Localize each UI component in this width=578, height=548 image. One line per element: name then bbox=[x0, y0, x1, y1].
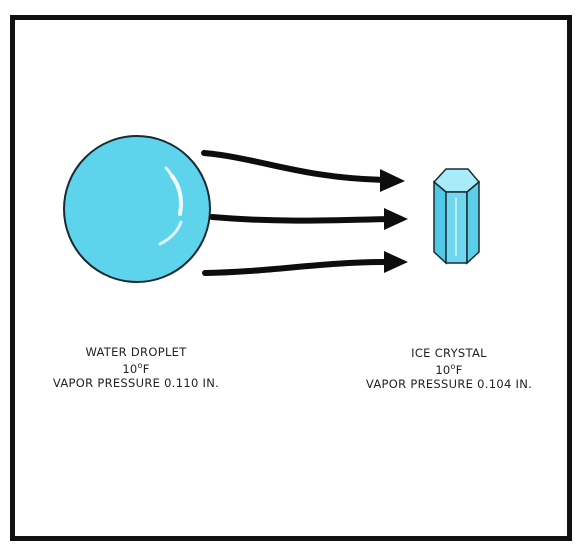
droplet-label-group: WATER DROPLET 10oF VAPOR PRESSURE 0.110 … bbox=[18, 345, 254, 390]
arrow-right-icon bbox=[204, 153, 405, 192]
arrow-right-icon bbox=[212, 208, 408, 230]
droplet-name: WATER DROPLET bbox=[18, 345, 254, 359]
crystal-temperature: 10oF bbox=[338, 360, 560, 377]
ice-crystal-icon bbox=[434, 169, 479, 263]
crystal-vapor-pressure: VAPOR PRESSURE 0.104 IN. bbox=[338, 377, 560, 391]
crystal-label-group: ICE CRYSTAL 10oF VAPOR PRESSURE 0.104 IN… bbox=[338, 346, 560, 391]
crystal-name: ICE CRYSTAL bbox=[338, 346, 560, 360]
droplet-vapor-pressure: VAPOR PRESSURE 0.110 IN. bbox=[18, 376, 254, 390]
arrow-right-icon bbox=[205, 251, 408, 273]
water-droplet-icon bbox=[64, 136, 210, 282]
droplet-temperature: 10oF bbox=[18, 359, 254, 376]
